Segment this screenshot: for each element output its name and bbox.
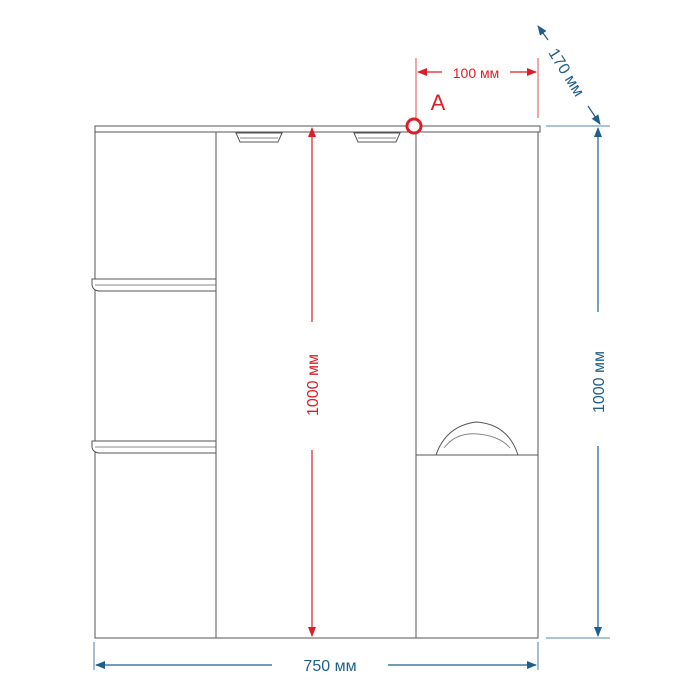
top-offset-dimension-label: 100 мм	[453, 65, 500, 81]
outer-height-dimension: 1000 мм	[591, 127, 608, 637]
right-cabinet-handle	[435, 421, 519, 456]
width-dimension: 750 мм	[95, 658, 537, 675]
inner-height-dimension-label: 1000 мм	[305, 354, 322, 416]
point-marker-label: A	[431, 90, 446, 115]
left-shelf-section	[94, 131, 217, 639]
right-cabinet-section	[415, 131, 539, 639]
top-cap	[94, 125, 541, 133]
outer-height-dimension-label: 1000 мм	[591, 351, 608, 413]
top-offset-dimension: 100 мм	[417, 65, 537, 81]
width-dimension-label: 750 мм	[303, 658, 356, 675]
point-marker-a: A	[405, 90, 446, 135]
extension-lines	[93, 125, 610, 670]
cabinet-outline	[91, 125, 541, 639]
point-marker-circle	[405, 117, 423, 135]
depth-dimension: 170 мм	[537, 25, 601, 125]
inner-height-dimension: 1000 мм	[305, 127, 322, 637]
depth-dimension-label: 170 мм	[544, 46, 587, 100]
